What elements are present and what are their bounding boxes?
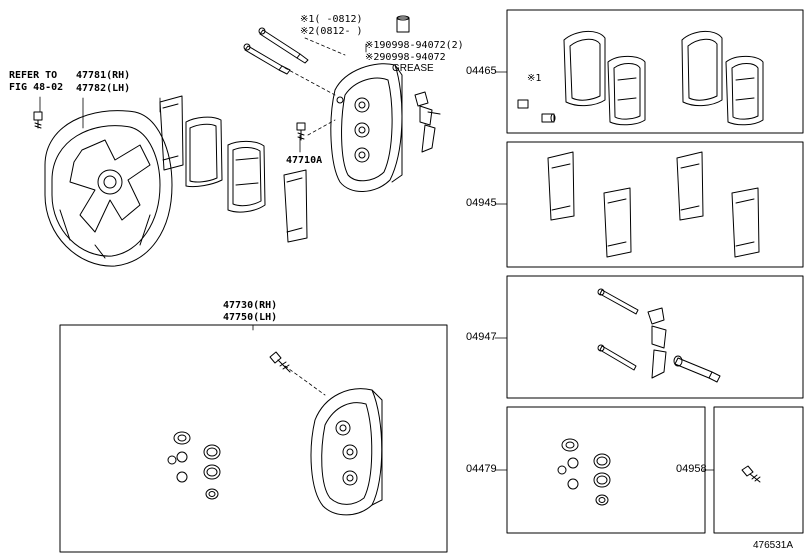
part-label-47782: 47782(LH) xyxy=(76,83,131,94)
caliper-assembly xyxy=(310,388,383,516)
refer-to-label: REFER TO xyxy=(9,70,58,81)
anti-squeal-shim-left xyxy=(159,95,184,171)
piston-seal-set-assembly xyxy=(167,431,221,500)
mounting-bolt xyxy=(33,111,43,129)
note-supersession-1: ※1( -0812) xyxy=(300,14,363,25)
kit-label-04958: 04958 xyxy=(676,463,707,475)
bleeder-screw-assembly xyxy=(269,351,291,373)
bleeder-kit-04958 xyxy=(741,465,761,483)
part-label-47710a: 47710A xyxy=(286,155,323,166)
kit-label-04465: 04465 xyxy=(466,65,497,77)
note-supersession-2: ※2(0812- ) xyxy=(300,26,363,37)
dust-cover xyxy=(44,110,173,267)
kit-box-04945 xyxy=(506,141,804,268)
pad-kit-04465 xyxy=(517,31,764,126)
leader-lines xyxy=(39,43,715,471)
part-label-47781: 47781(RH) xyxy=(76,70,131,81)
kit-label-04945: 04945 xyxy=(466,197,497,209)
kit-label-04947: 04947 xyxy=(466,331,497,343)
grease-label: GREASE xyxy=(392,63,434,74)
kit-note-mark: ※1 xyxy=(527,73,542,84)
seal-kit-04479 xyxy=(557,438,611,506)
caliper-pin-short xyxy=(243,43,291,75)
pad-support-spring xyxy=(414,91,441,153)
assembly-box xyxy=(59,324,448,553)
bleeder-plug xyxy=(396,15,410,33)
brake-pad-outer-left xyxy=(227,140,266,213)
pin-kit-04947 xyxy=(597,288,721,383)
dashed-guides xyxy=(284,37,346,396)
part-label-47750: 47750(LH) xyxy=(223,312,278,323)
kit-box-04465 xyxy=(506,9,804,134)
brake-pad-inner-left xyxy=(185,116,223,188)
caliper-top xyxy=(330,63,403,192)
refer-fig-label: FIG 48-02 xyxy=(9,82,64,93)
figure-code: 476531A xyxy=(753,540,794,551)
caliper-pin-long xyxy=(258,27,309,64)
kit-box-04958 xyxy=(713,406,804,534)
anti-squeal-shim-right xyxy=(283,169,308,243)
part-label-47730: 47730(RH) xyxy=(223,300,278,311)
caliper-bolt xyxy=(296,122,306,141)
kit-label-04479: 04479 xyxy=(466,463,497,475)
note-grease-2: ※290998-94072 xyxy=(365,52,446,63)
kit-box-04947 xyxy=(506,275,804,399)
note-grease-1: ※190998-94072(2) xyxy=(365,40,464,51)
shim-kit-04945 xyxy=(547,151,760,258)
